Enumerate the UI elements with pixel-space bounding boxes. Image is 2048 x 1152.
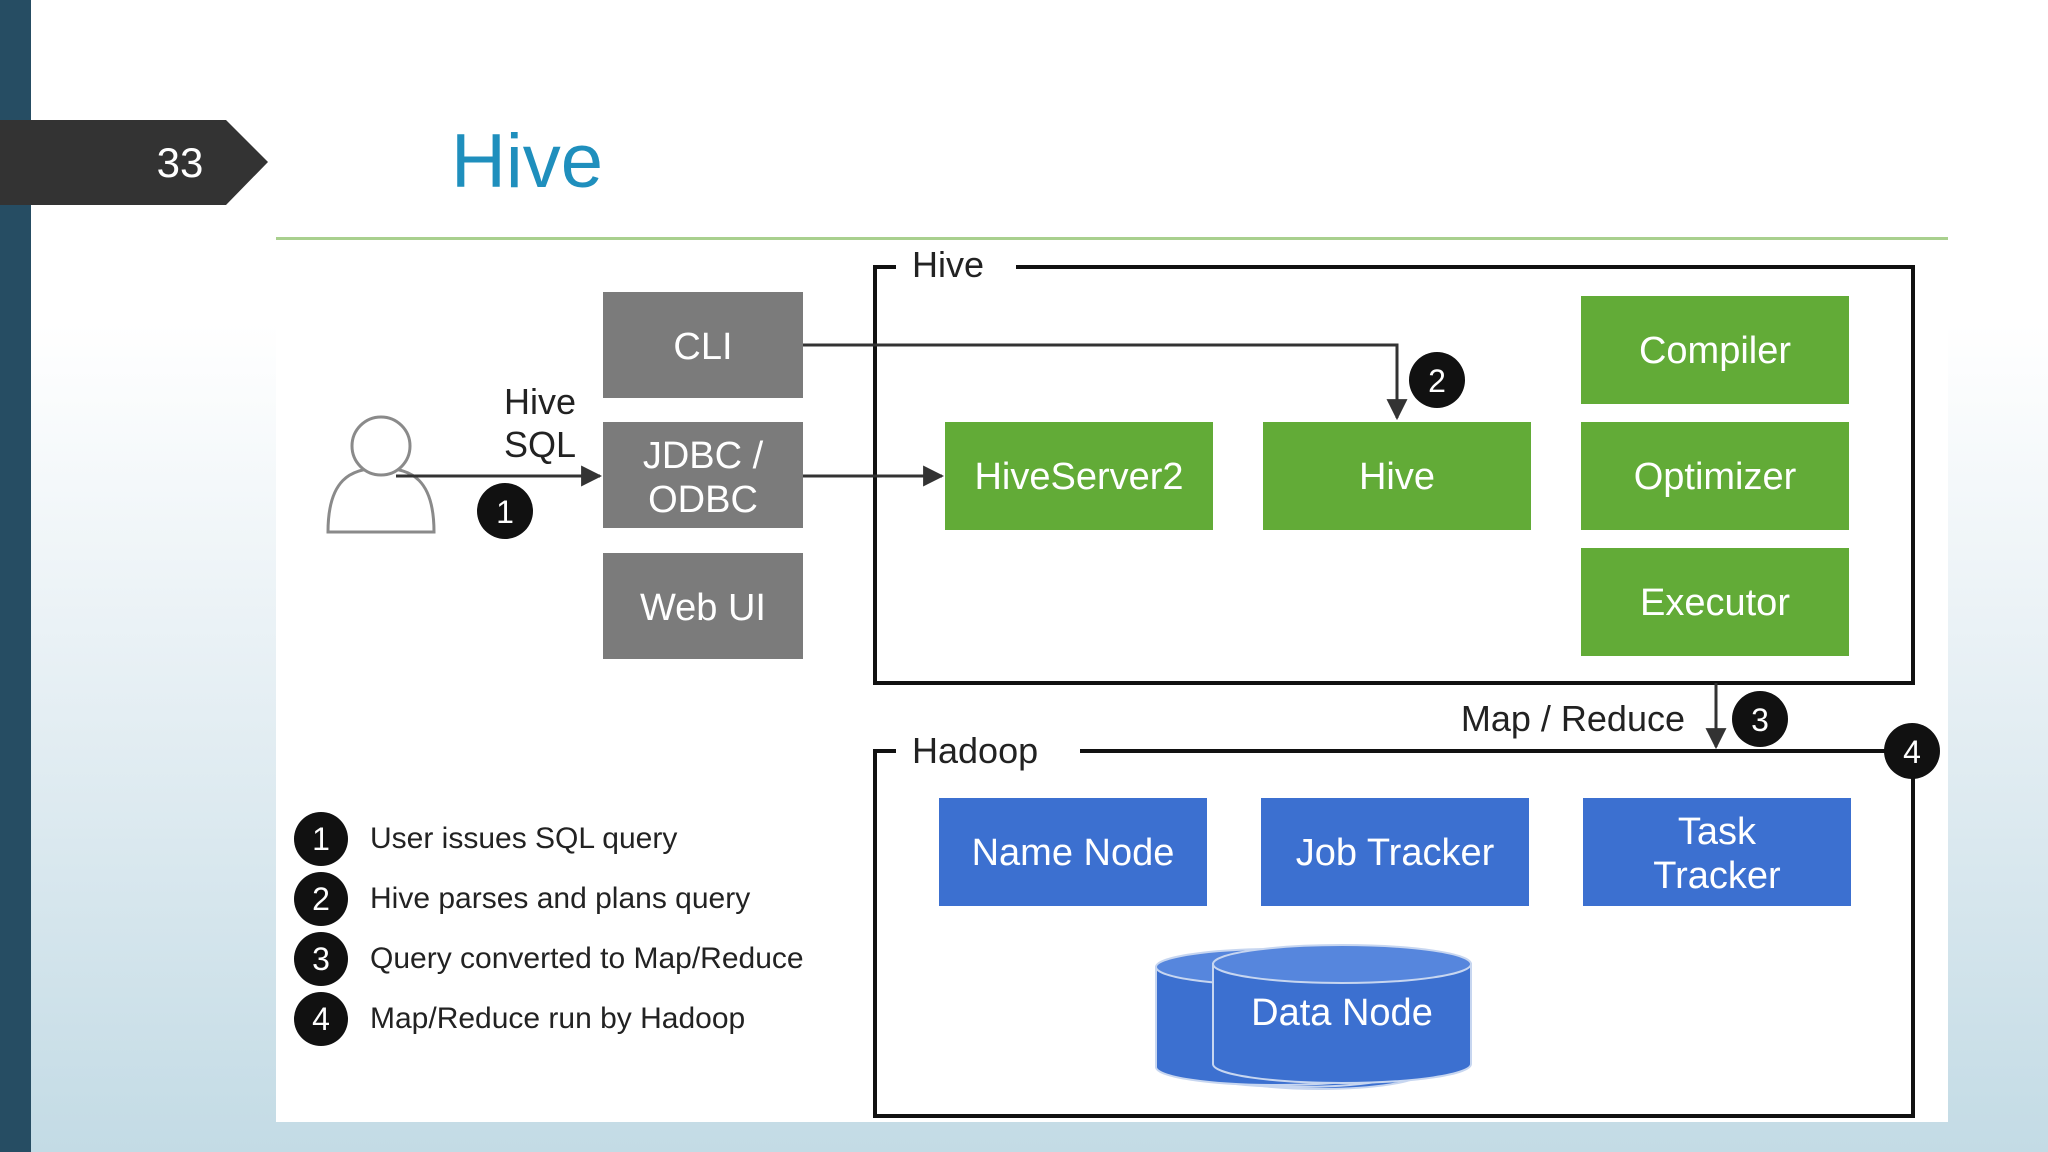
step-badge-3: 3 xyxy=(1732,691,1788,747)
legend-badge: 4 xyxy=(294,992,348,1046)
step-badge-4-num: 4 xyxy=(1903,734,1921,770)
hive-group-frame xyxy=(873,265,1915,685)
step-badge-1-num: 1 xyxy=(496,494,514,530)
task-tracker-box: Task Tracker xyxy=(1583,798,1851,906)
data-node-cylinder-front xyxy=(1212,944,1472,1084)
jdbc-label-line1: JDBC / xyxy=(643,435,764,477)
optimizer-label: Optimizer xyxy=(1634,456,1797,498)
legend-badge: 1 xyxy=(294,812,348,866)
legend-badge: 3 xyxy=(294,932,348,986)
step-badge-2-num: 2 xyxy=(1428,363,1446,399)
legend-item: 4 Map/Reduce run by Hadoop xyxy=(294,992,874,1046)
user-icon xyxy=(326,415,436,534)
web-ui-box: Web UI xyxy=(603,553,803,659)
name-node-label: Name Node xyxy=(972,832,1175,874)
steps-legend: 1 User issues SQL query 2 Hive parses an… xyxy=(294,812,874,1076)
step-badge-4: 4 xyxy=(1884,723,1940,779)
task-tracker-label-line2: Tracker xyxy=(1653,855,1781,897)
job-tracker-box: Job Tracker xyxy=(1261,798,1529,906)
name-node-box: Name Node xyxy=(939,798,1207,906)
legend-text: User issues SQL query xyxy=(370,822,678,855)
cli-to-hive-arrow xyxy=(803,343,1408,421)
hive-architecture-diagram: Hive Hadoop Hive SQL CLI JDBC / ODBC Web… xyxy=(326,244,1940,1118)
step-badge-2: 2 xyxy=(1409,352,1465,408)
step-badge-3-num: 3 xyxy=(1751,702,1769,738)
hadoop-group: Hadoop xyxy=(873,730,1915,1118)
hive-group: Hive xyxy=(873,244,1915,685)
legend-text: Map/Reduce run by Hadoop xyxy=(370,1002,746,1035)
cli-box: CLI xyxy=(603,292,803,398)
legend-text: Query converted to Map/Reduce xyxy=(370,942,804,975)
data-node-label: Data Node xyxy=(1251,992,1433,1034)
cli-label: CLI xyxy=(673,326,732,368)
data-node-stack xyxy=(1155,944,1472,1090)
task-tracker-label-line1: Task xyxy=(1678,811,1757,853)
hive-sql-label-line1: Hive xyxy=(504,381,576,422)
legend-text: Hive parses and plans query xyxy=(370,882,751,915)
legend-item: 3 Query converted to Map/Reduce xyxy=(294,932,874,986)
hiveserver2-box: HiveServer2 xyxy=(945,422,1213,530)
jdbc-label-line2: ODBC xyxy=(648,479,758,521)
title-divider xyxy=(276,237,1948,240)
slide-number: 33 xyxy=(156,139,204,186)
hiveserver2-label: HiveServer2 xyxy=(974,456,1183,498)
job-tracker-label: Job Tracker xyxy=(1296,832,1495,874)
slide-title: Hive xyxy=(451,119,604,204)
legend-badge: 2 xyxy=(294,872,348,926)
hive-sql-label-line2: SQL xyxy=(504,424,576,465)
compiler-box: Compiler xyxy=(1581,296,1849,404)
legend-item: 1 User issues SQL query xyxy=(294,812,874,866)
web-ui-label: Web UI xyxy=(640,587,766,629)
hadoop-group-label: Hadoop xyxy=(912,730,1038,771)
compiler-label: Compiler xyxy=(1639,330,1791,372)
executor-box: Executor xyxy=(1581,548,1849,656)
executor-label: Executor xyxy=(1640,582,1790,624)
jdbc-odbc-box: JDBC / ODBC xyxy=(603,422,803,528)
legend-item: 2 Hive parses and plans query xyxy=(294,872,874,926)
hive-group-label: Hive xyxy=(912,244,984,285)
optimizer-box: Optimizer xyxy=(1581,422,1849,530)
slide-number-tab xyxy=(0,120,268,205)
map-reduce-label: Map / Reduce xyxy=(1461,698,1685,739)
hadoop-group-frame xyxy=(873,749,1915,1118)
hive-driver-label: Hive xyxy=(1359,456,1435,498)
step-badge-1: 1 xyxy=(477,483,533,539)
hive-driver-box: Hive xyxy=(1263,422,1531,530)
